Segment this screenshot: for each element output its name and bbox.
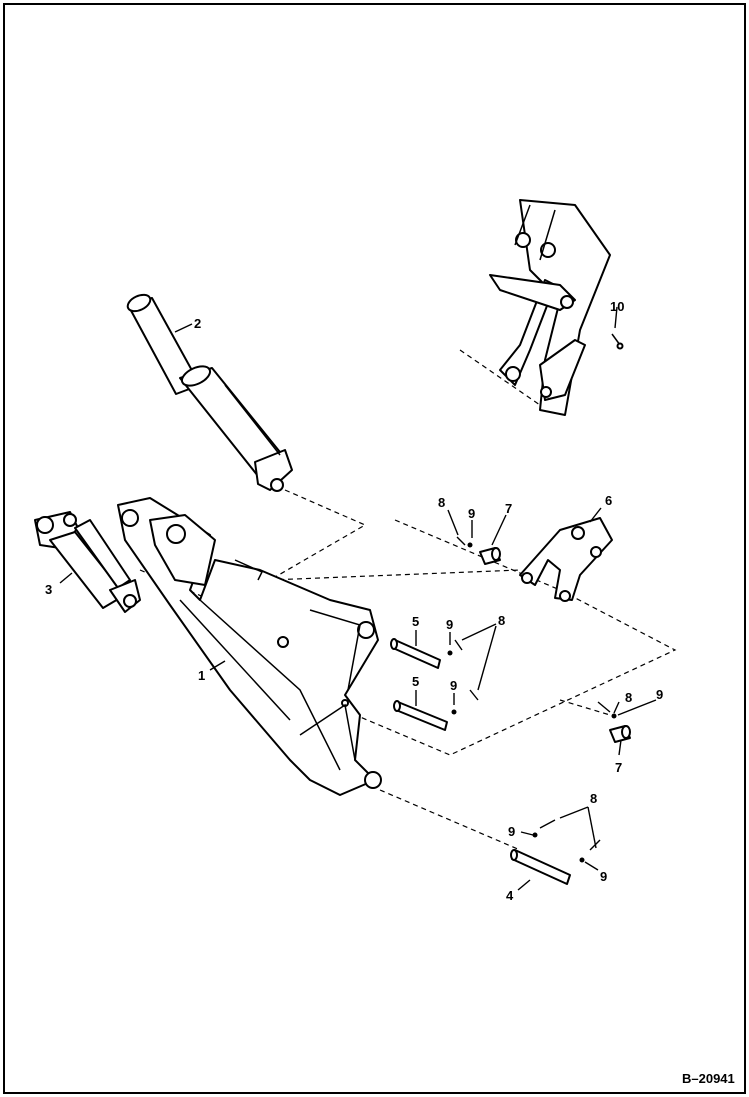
callout-8-middle: 8 <box>498 613 505 628</box>
callout-8-bottom: 8 <box>590 791 597 806</box>
callout-9-upper: 9 <box>446 617 453 632</box>
callout-9-middle: 9 <box>450 678 457 693</box>
part-7-bushing-lower <box>609 725 631 743</box>
part-5-pin-upper <box>390 638 441 669</box>
callout-6: 6 <box>605 493 612 508</box>
callout-5-lower: 5 <box>412 674 419 689</box>
figure-number: B–20941 <box>682 1071 735 1086</box>
part-3-arm-cylinder <box>34 511 141 613</box>
callout-9-bottom-left: 9 <box>508 824 515 839</box>
callout-9-right: 9 <box>656 687 663 702</box>
callout-labels: 2 3 1 5 5 9 9 8 8 9 7 6 10 8 9 7 8 9 9 4 <box>45 299 663 903</box>
part-10-cotter-pin <box>611 333 624 350</box>
callout-1: 1 <box>198 668 205 683</box>
callout-8-upper: 8 <box>438 495 445 510</box>
part-5-pin-lower <box>393 700 448 731</box>
callout-9-top: 9 <box>468 506 475 521</box>
part-7-bushing-upper <box>479 547 501 565</box>
callout-10: 10 <box>610 299 624 314</box>
part-2-boom-cylinder <box>126 293 293 492</box>
callout-7-upper: 7 <box>505 501 512 516</box>
fasteners <box>447 509 617 863</box>
callout-4: 4 <box>506 888 514 903</box>
part-6-bucket-link <box>519 517 613 602</box>
callout-8-right: 8 <box>625 690 632 705</box>
callout-3: 3 <box>45 582 52 597</box>
callout-9-bottom-right: 9 <box>600 869 607 884</box>
part-1-boom-arm <box>117 497 382 796</box>
callout-5-upper: 5 <box>412 614 419 629</box>
leader-lines <box>59 306 657 891</box>
drawing-frame <box>3 3 746 1094</box>
part-4-pin <box>510 849 571 885</box>
callout-7-lower: 7 <box>615 760 622 775</box>
callout-2: 2 <box>194 316 201 331</box>
bucket-linkage-assembly <box>489 199 611 416</box>
